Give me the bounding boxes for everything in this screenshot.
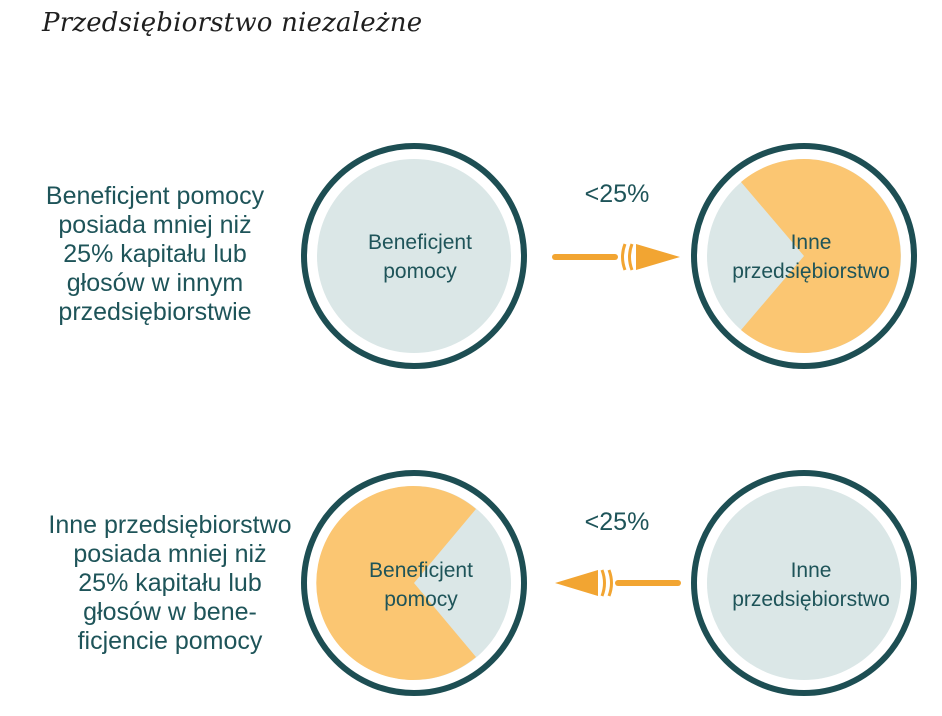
ownership-share-wedge [316,485,476,680]
row2-other-enterprise-circle: Inne przedsiębiorstwo [691,470,917,696]
ownership-share-wedge [741,159,901,353]
row1-percent-label: <25% [584,180,650,208]
circle-inner-fill [707,486,901,680]
row2-beneficiary-circle: Beneficjent pomocy [301,470,527,696]
page-title: Przedsiębiorstwo niezależne [42,8,423,38]
circle-label-line2: pomocy [384,588,458,611]
row1-beneficiary-circle: Beneficjent pomocy [301,143,527,369]
row1-other-enterprise-circle: Inne przedsiębiorstwo [691,143,917,369]
row1-description: Beneficjent pomocy posiada mniej niż 25%… [45,182,265,326]
circle-label-line2: przedsiębiorstwo [732,260,890,283]
circle-label-line1: Inne [791,231,832,254]
row1-arrow-right [552,243,680,271]
circle-inner-fill [317,159,511,353]
row2-arrow-left [555,569,681,597]
row2-description: Inne przedsiębiorstwo posiada mniej niż … [48,511,292,655]
circle-label-line1: Inne [791,559,832,582]
circle-label-line2: pomocy [383,260,457,283]
circle-label-line1: Beneficjent [368,231,472,254]
circle-label-line2: przedsiębiorstwo [732,588,890,611]
circle-label-line1: Beneficjent [369,559,473,582]
row2-percent-label: <25% [584,508,650,536]
